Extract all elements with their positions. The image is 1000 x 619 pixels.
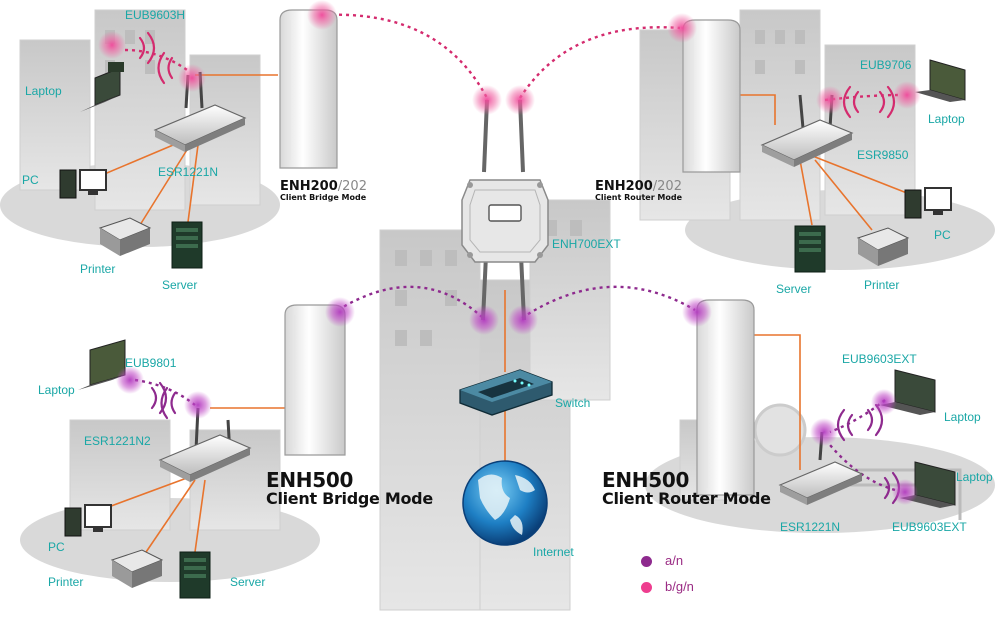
label-esr1221n-br: ESR1221N bbox=[780, 520, 841, 534]
label-eub9603h: EUB9603H bbox=[125, 8, 186, 22]
label-laptop-tl: Laptop bbox=[25, 84, 62, 98]
label-esr9850: ESR9850 bbox=[857, 148, 909, 162]
label-printer-tl: Printer bbox=[80, 262, 116, 276]
legend: a/n b/g/n bbox=[641, 552, 731, 604]
laptop-top-right bbox=[915, 59, 966, 102]
label-internet: Internet bbox=[533, 545, 574, 559]
model-name: ENH500 bbox=[602, 468, 690, 492]
model-name: ENH200 bbox=[280, 179, 338, 194]
label-eub9603ext-1: EUB9603EXT bbox=[842, 352, 917, 366]
label-laptop-br1: Laptop bbox=[944, 410, 981, 424]
label-switch: Switch bbox=[555, 396, 591, 410]
label-pc-tl: PC bbox=[22, 173, 39, 187]
mode-name: Client Router Mode bbox=[595, 193, 683, 203]
legend-label: b/g/n bbox=[665, 579, 694, 594]
pc-top-right bbox=[904, 187, 952, 219]
caption-enh200-router: ENH200/202 Client Router Mode bbox=[595, 179, 683, 203]
laptop-bottom-left bbox=[78, 339, 126, 390]
park-bench bbox=[753, 403, 962, 520]
label-laptop-bl: Laptop bbox=[38, 383, 75, 397]
bgn-glow-dots bbox=[98, 0, 921, 115]
router-esr1221n-bottom-right bbox=[778, 431, 864, 505]
label-esr1221n-tl: ESR1221N bbox=[158, 165, 219, 179]
enh200-cpe-left bbox=[279, 9, 338, 169]
label-printer-bl: Printer bbox=[48, 575, 84, 589]
pc-bottom-left bbox=[64, 504, 112, 537]
laptop-top-left bbox=[80, 62, 124, 112]
router-esr1221n2-bottom-left bbox=[158, 407, 252, 482]
model-suffix: /202 bbox=[652, 179, 682, 194]
caption-enh500-router: ENH500 Client Router Mode bbox=[602, 470, 771, 508]
printer-top-left bbox=[98, 217, 152, 256]
mode-name: Client Bridge Mode bbox=[266, 489, 433, 508]
label-esr1221n2: ESR1221N2 bbox=[84, 434, 151, 448]
label-server-tr: Server bbox=[776, 282, 812, 296]
wireless-links bbox=[324, 13, 696, 320]
internet-globe bbox=[462, 460, 548, 546]
model-name: ENH200 bbox=[595, 179, 653, 194]
label-printer-tr: Printer bbox=[864, 278, 900, 292]
label-server-tl: Server bbox=[162, 278, 198, 292]
enh500-cpe-right bbox=[696, 299, 755, 496]
enh500-cpe-left bbox=[284, 304, 346, 456]
router-esr9850-top-right bbox=[760, 94, 854, 167]
model-suffix: /202 bbox=[337, 179, 367, 194]
caption-enh200-bridge: ENH200/202 Client Bridge Mode bbox=[280, 179, 367, 203]
mode-name: Client Bridge Mode bbox=[280, 193, 367, 203]
legend-dot bbox=[641, 556, 652, 567]
server-bottom-left bbox=[179, 551, 211, 599]
label-laptop-br2: Laptop bbox=[956, 470, 993, 484]
enh200-cpe-right bbox=[682, 19, 741, 173]
pc-top-left bbox=[59, 169, 107, 199]
legend-item-an: a/n bbox=[641, 552, 731, 572]
label-eub9706: EUB9706 bbox=[860, 58, 912, 72]
legend-label: a/n bbox=[665, 553, 684, 568]
label-server-bl: Server bbox=[230, 575, 266, 589]
label-laptop-tr: Laptop bbox=[928, 112, 965, 126]
label-enh700ext: ENH700EXT bbox=[552, 237, 621, 251]
an-glow-dots bbox=[116, 297, 918, 505]
server-top-left bbox=[171, 221, 203, 269]
label-pc-tr: PC bbox=[934, 228, 951, 242]
mode-name: Client Router Mode bbox=[602, 489, 771, 508]
label-eub9801: EUB9801 bbox=[125, 356, 177, 370]
model-name: ENH500 bbox=[266, 468, 354, 492]
legend-item-bgn: b/g/n bbox=[641, 578, 731, 598]
enh700ext-access-point bbox=[461, 99, 549, 321]
label-eub9603ext-2: EUB9603EXT bbox=[892, 520, 967, 534]
printer-top-right bbox=[856, 227, 910, 266]
switch-device bbox=[459, 369, 553, 416]
server-top-right bbox=[794, 225, 826, 273]
label-pc-bl: PC bbox=[48, 540, 65, 554]
printer-bottom-left bbox=[110, 549, 164, 588]
caption-enh500-bridge: ENH500 Client Bridge Mode bbox=[266, 470, 433, 508]
legend-dot bbox=[641, 582, 652, 593]
